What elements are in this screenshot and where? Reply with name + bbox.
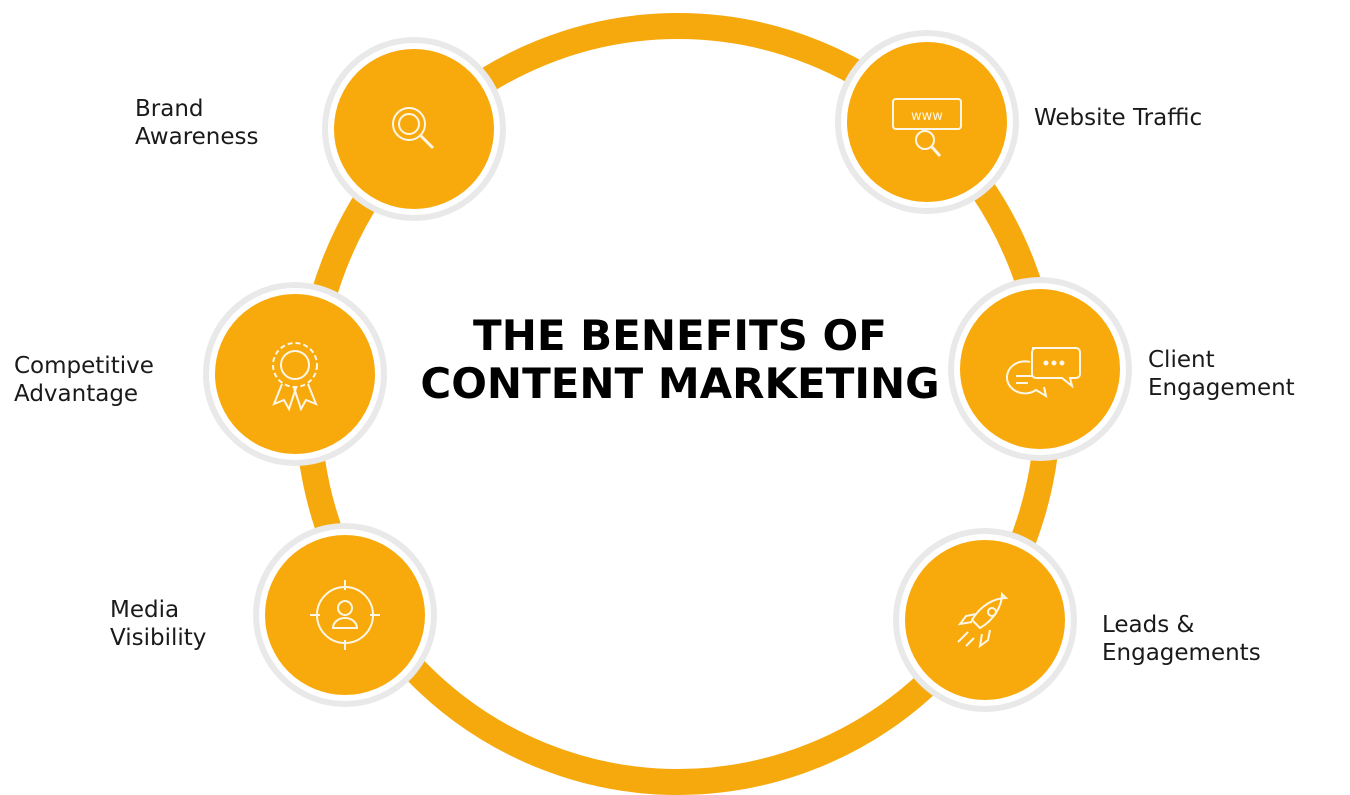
node-brand-awareness [322, 37, 506, 221]
label-line: Leads & [1102, 612, 1195, 638]
label-line: Engagements [1102, 640, 1261, 666]
node-client-engagement [948, 277, 1132, 461]
chat-bubbles-icon [1006, 347, 1081, 399]
user-target-icon [310, 580, 380, 650]
label-line: Media [110, 597, 180, 623]
node-leads-engagements [893, 528, 1077, 712]
label-line: Client [1148, 347, 1215, 373]
label-leads-engagements: Leads & Engagements [1102, 611, 1261, 667]
label-line: Competitive [14, 353, 154, 379]
node-competitive-advantage [203, 282, 387, 466]
label-line: Engagement [1148, 375, 1295, 401]
label-competitive-advantage: Competitive Advantage [14, 352, 154, 408]
label-media-visibility: Media Visibility [110, 596, 206, 652]
node-media-visibility [253, 523, 437, 707]
label-website-traffic: Website Traffic [1034, 104, 1202, 132]
rocket-icon [957, 591, 1009, 649]
label-line: Visibility [110, 625, 207, 651]
www-search-icon: www [892, 98, 962, 157]
title-line-2: CONTENT MARKETING [420, 359, 940, 408]
label-line: Website Traffic [1034, 105, 1203, 131]
diagram-title: THE BENEFITS OF CONTENT MARKETING [380, 312, 980, 408]
label-line: Advantage [14, 381, 139, 407]
award-badge-icon [272, 342, 318, 412]
node-website-traffic: www [835, 30, 1019, 214]
title-line-1: THE BENEFITS OF [473, 311, 887, 360]
label-line: Brand [135, 96, 204, 122]
magnifier-icon [392, 107, 435, 150]
label-line: Awareness [135, 124, 259, 150]
svg-text:www: www [911, 109, 943, 124]
label-brand-awareness: Brand Awareness [135, 95, 259, 151]
label-client-engagement: Client Engagement [1148, 346, 1295, 402]
